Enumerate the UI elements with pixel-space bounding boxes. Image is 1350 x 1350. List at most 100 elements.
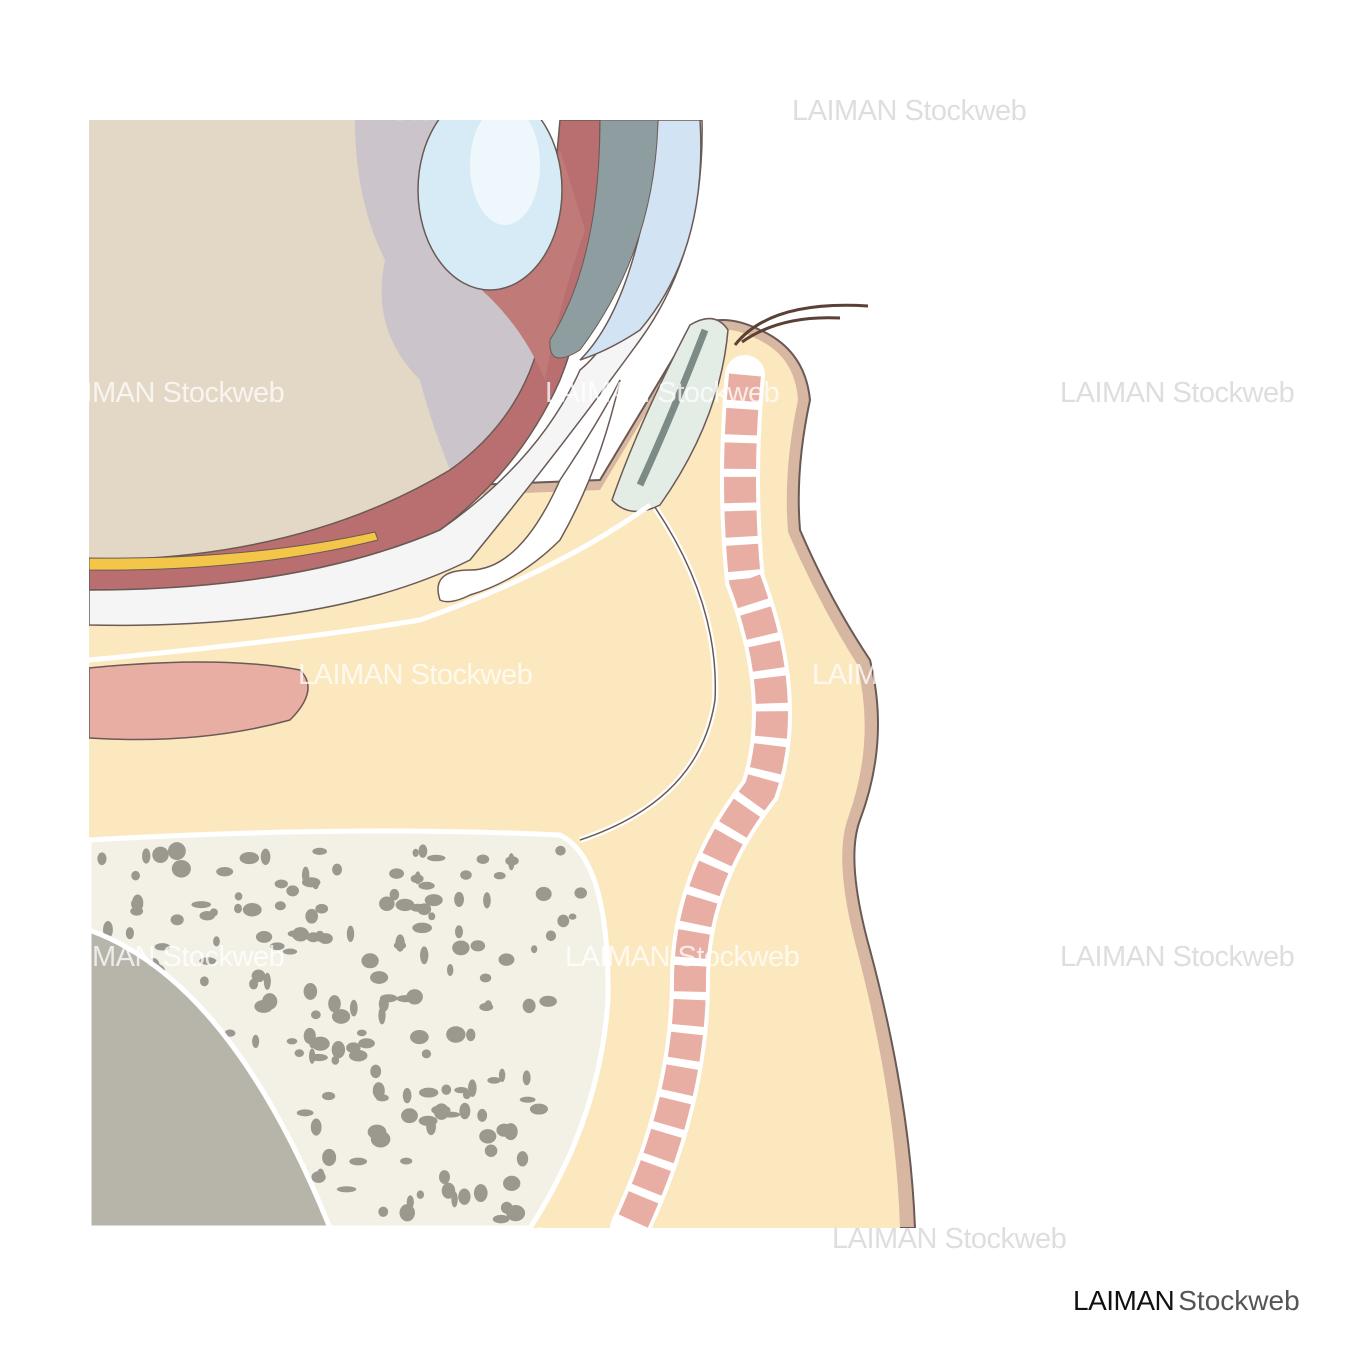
bone-pore: [378, 1206, 389, 1217]
bone-pore: [131, 870, 140, 881]
bone-pore: [396, 995, 415, 1003]
bone-pore: [458, 1188, 471, 1205]
bone-pore: [294, 1049, 305, 1058]
bone-pore: [370, 971, 389, 984]
bone-pore: [331, 1041, 346, 1059]
bone-pore: [418, 881, 435, 890]
bone-pore: [286, 885, 300, 897]
bone-pore: [242, 903, 262, 917]
bone-pore: [378, 1006, 386, 1025]
bone-pore: [358, 1038, 375, 1049]
bone-pore: [476, 854, 490, 864]
bone-pore: [412, 922, 433, 934]
bone-pore: [331, 1009, 351, 1024]
watermark: LAIMAN Stockweb: [1060, 377, 1295, 409]
eyelash: [733, 303, 869, 346]
bone-pore: [503, 1175, 521, 1191]
bone-pore: [410, 1029, 429, 1045]
bone-pore: [309, 1048, 316, 1064]
bone-pore: [389, 888, 400, 901]
bone-pore: [406, 1195, 414, 1209]
bone-pore: [522, 998, 536, 1014]
bone-pore: [372, 1082, 385, 1100]
bone-pore: [316, 1168, 325, 1181]
bone-pore: [555, 845, 566, 856]
bone-pore: [361, 953, 379, 969]
bone-pore: [498, 1068, 506, 1082]
bone-pore: [346, 925, 355, 943]
bone-pore: [251, 969, 266, 983]
bone-pore: [479, 1002, 494, 1012]
bone-pore: [516, 1151, 529, 1167]
bone-pore: [154, 943, 171, 951]
bone-pore: [519, 1096, 536, 1103]
retinal-layer-yellow: [89, 531, 379, 571]
bone-pore: [530, 945, 538, 954]
bone-pore: [500, 1201, 513, 1214]
bone-pore: [479, 1129, 497, 1144]
bone-pore: [441, 1182, 456, 1199]
bone-pore: [282, 948, 298, 955]
bone-pore: [574, 887, 588, 899]
bone-pore: [393, 941, 407, 950]
bone-pore: [460, 870, 472, 880]
bone-pore: [311, 1036, 330, 1051]
conjunctival-fornix: [437, 379, 621, 603]
bone-pore: [412, 848, 419, 857]
bone-pore: [418, 1115, 438, 1126]
bone-pore: [487, 1077, 501, 1084]
watermark: LAIMAN Stockweb: [318, 1223, 553, 1255]
watermark: LAIMAN Stockweb: [545, 377, 780, 409]
bone-pore: [545, 930, 557, 942]
bone-pore: [292, 927, 309, 942]
sclera: [89, 120, 703, 627]
extraocular-muscle: [89, 661, 309, 741]
bone-pore: [389, 868, 405, 879]
bone-pore: [395, 898, 415, 912]
bone-pore: [213, 936, 220, 947]
logo-suffix: Stockweb: [1178, 1285, 1300, 1316]
bone-pore: [168, 842, 186, 861]
bone-pore: [454, 891, 464, 908]
bone-pore: [402, 1087, 412, 1104]
watermark: LAIMAN Stockweb: [50, 941, 285, 973]
watermark: LAIMAN Stockweb: [565, 941, 800, 973]
bone-pore: [427, 854, 446, 862]
maxillary-sinus: [89, 927, 333, 1228]
bone-pore: [336, 1186, 357, 1193]
bone-pore: [142, 848, 151, 864]
bone-pore: [170, 914, 184, 926]
bone-pore: [418, 1087, 439, 1098]
logo-brand: LAIMAN: [1073, 1285, 1175, 1316]
watermark: LAIMAN Stockweb: [812, 659, 1047, 691]
bone-pore: [428, 912, 436, 921]
bone-pore: [286, 1038, 298, 1045]
bone-pore: [479, 973, 492, 983]
iris: [549, 120, 659, 359]
bone-pore: [508, 853, 515, 871]
bone-pore: [311, 1010, 321, 1020]
bone-pore: [349, 1157, 368, 1166]
bone-pore: [441, 1084, 452, 1095]
bone-pore: [522, 1070, 531, 1086]
bone-pore: [414, 871, 421, 885]
bone-pore: [459, 1102, 471, 1120]
bone-pore: [332, 863, 343, 876]
bone-pore: [348, 1049, 368, 1062]
bone-pore: [470, 940, 486, 952]
bone-pore: [418, 844, 428, 858]
bone-pore: [477, 1108, 488, 1122]
bone-pore: [199, 957, 217, 965]
bone-pore: [97, 852, 107, 866]
bone-pore: [322, 1148, 337, 1167]
bone-pore: [356, 1029, 367, 1037]
bone-pore: [446, 963, 454, 976]
bone-pore: [379, 994, 398, 1003]
bone-pore: [557, 914, 570, 928]
bone-pore: [234, 892, 243, 901]
bone-pore: [421, 1049, 432, 1059]
bone-pore: [535, 886, 552, 902]
bone-pore: [321, 1091, 336, 1101]
